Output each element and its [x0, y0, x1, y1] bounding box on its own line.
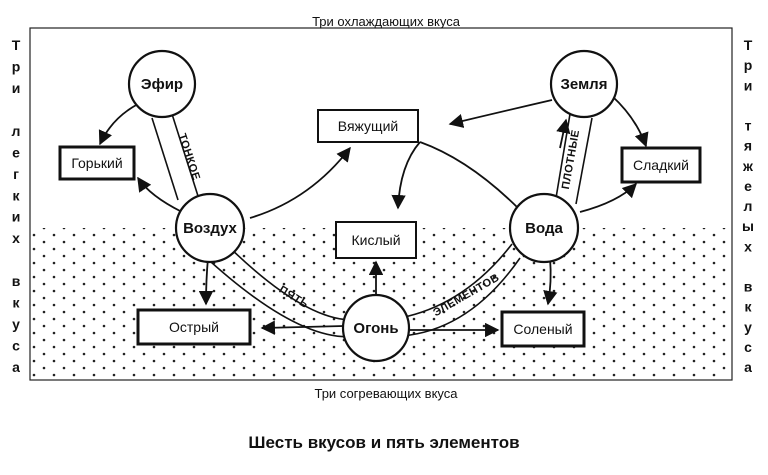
svg-text:Воздух: Воздух — [183, 220, 237, 237]
svg-text:Горький: Горький — [71, 155, 122, 171]
side-label-glyph: а — [12, 359, 20, 375]
side-label-glyph: и — [744, 77, 753, 93]
element-air: Воздух — [174, 192, 246, 264]
figure-caption: Шесть вкусов и пять элементов — [248, 433, 519, 452]
svg-text:Вяжущий: Вяжущий — [338, 118, 398, 134]
svg-text:Эфир: Эфир — [141, 76, 183, 93]
side-label-glyph: у — [12, 316, 20, 332]
svg-text:Вода: Вода — [525, 220, 563, 237]
bottom-label: Три согревающих вкуса — [314, 386, 458, 401]
svg-text:Соленый: Соленый — [513, 321, 572, 337]
taste-sour: Кислый — [335, 221, 417, 259]
top-label: Три охлаждающих вкуса — [312, 14, 461, 29]
lower-band-inner-right — [399, 243, 513, 319]
arrow-air-to-bitter — [137, 176, 183, 213]
subtle-band-right — [171, 113, 199, 197]
side-label-glyph: в — [12, 273, 21, 289]
side-label-glyph: и — [12, 209, 21, 225]
side-label-glyph: х — [744, 238, 752, 254]
subtle-band-left — [151, 117, 179, 201]
side-label-glyph: ж — [742, 158, 754, 174]
lower-band-outer-right — [401, 257, 521, 337]
side-label-glyph: у — [744, 319, 752, 335]
side-label-glyph: х — [12, 230, 20, 246]
element-water: Вода — [508, 192, 580, 264]
diagram-frame — [29, 27, 733, 381]
side-label-glyph: с — [12, 338, 20, 354]
arrow-earth-to-sweet — [611, 95, 649, 148]
svg-text:Кислый: Кислый — [351, 232, 400, 248]
edge-label-subtle: ТОНКОЕ — [176, 132, 202, 182]
side-label-glyph: в — [744, 279, 753, 295]
side-label-glyph: е — [12, 144, 20, 160]
lower-band-inner — [221, 239, 351, 321]
svg-text:Земля: Земля — [561, 76, 608, 93]
side-label-glyph: л — [744, 198, 753, 214]
arrow-ether-to-bitter — [98, 103, 139, 146]
side-label-glyph: г — [13, 166, 19, 182]
side-label-glyph: я — [744, 138, 752, 154]
arrow-water-to-sweet — [579, 182, 638, 213]
taste-sweet: Сладкий — [620, 146, 702, 184]
arrow-fire-to-pungent — [260, 320, 345, 335]
taste-salty: Соленый — [500, 310, 586, 348]
dense-band-right — [575, 117, 593, 205]
arrow-sweet-to-earth — [556, 118, 571, 149]
arrow-air-to-astringent — [249, 146, 351, 219]
side-label-glyph: а — [744, 359, 752, 375]
taste-astringent: Вяжущий — [317, 109, 419, 143]
side-label-glyph: р — [744, 57, 753, 73]
arrow-earth-to-astringent — [448, 99, 553, 128]
side-label-glyph: р — [12, 58, 21, 74]
side-label-glyph: с — [744, 339, 752, 355]
side-label-glyph: ы — [742, 218, 754, 234]
element-fire: Огонь — [341, 293, 411, 363]
side-label-glyph: к — [12, 187, 20, 203]
element-ether: Эфир — [127, 49, 197, 119]
side-label-glyph: л — [12, 123, 21, 139]
edge-label-dense: ПЛОТНЫЕ — [560, 129, 582, 191]
arrow-water-to-astringent — [398, 141, 521, 210]
svg-text:Острый: Острый — [169, 319, 219, 335]
side-label-glyph: Т — [744, 37, 753, 53]
taste-bitter: Горький — [58, 145, 136, 181]
svg-text:Сладкий: Сладкий — [633, 157, 689, 173]
side-label-glyph: к — [744, 299, 752, 315]
side-label-glyph: т — [745, 118, 752, 134]
side-label-glyph: и — [12, 80, 21, 96]
side-label-glyph: е — [744, 178, 752, 194]
svg-text:Огонь: Огонь — [353, 320, 398, 337]
element-earth: Земля — [549, 49, 619, 119]
taste-pungent: Острый — [136, 308, 252, 346]
side-label-glyph: к — [12, 295, 20, 311]
side-label-glyph: Т — [12, 37, 21, 53]
